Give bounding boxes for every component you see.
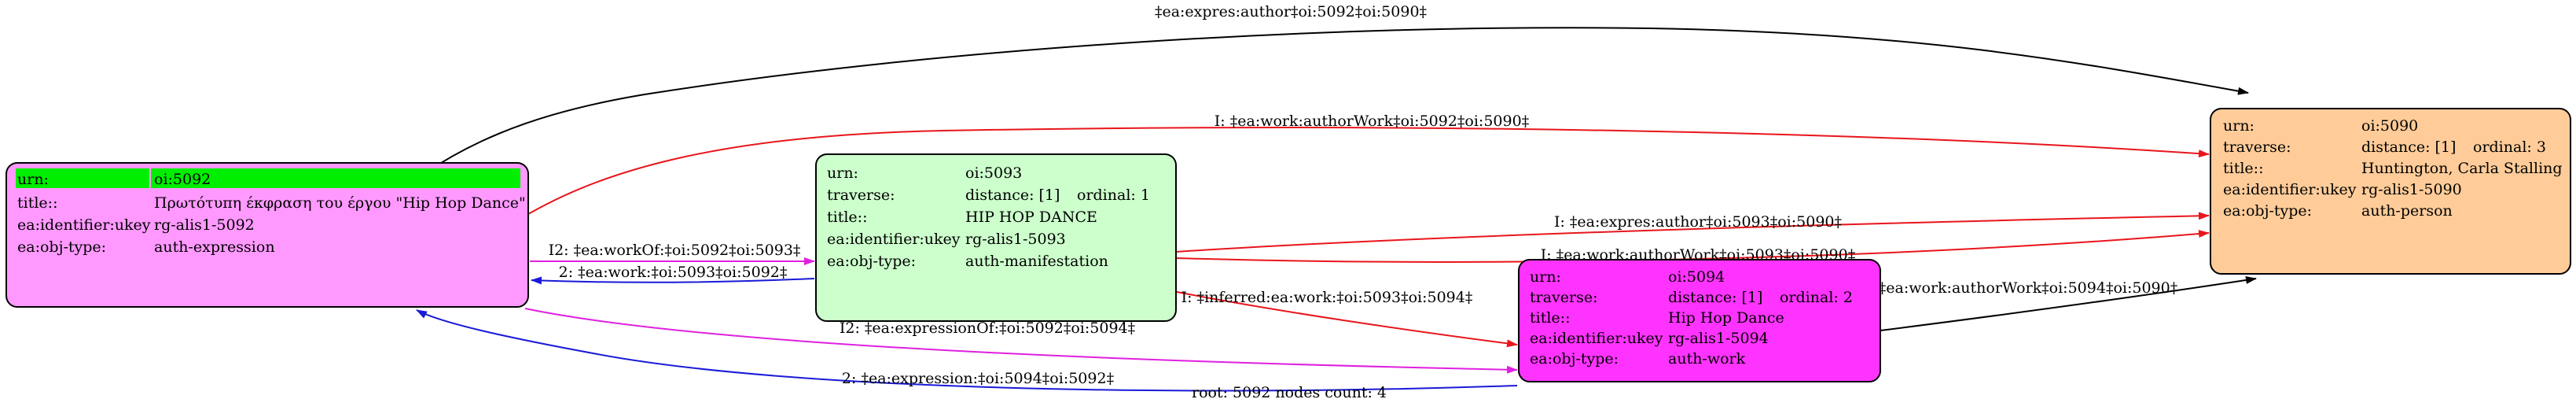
- edge-label-workof-5092-5093: I2: ‡ea:workOf:‡oi:5092‡oi:5093‡: [549, 242, 801, 259]
- node-5092[interactable]: urn: oi:5092 title:: Πρωτότυπη έκφραση τ…: [6, 162, 529, 308]
- node-5093-val-4: auth-manifestation: [965, 253, 1108, 270]
- node-5090[interactable]: urn: oi:5090 traverse: distance: [1] ord…: [2210, 108, 2571, 275]
- node-5090-val-0: oi:5090: [2361, 117, 2418, 135]
- node-5090-val-3: rg-alis1-5090: [2361, 181, 2462, 198]
- node-5094[interactable]: urn: oi:5094 traverse: distance: [1] ord…: [1518, 259, 1881, 382]
- node-5093-key-4: ea:obj-type:: [827, 253, 916, 270]
- node-5094-val-2: Hip Hop Dance: [1668, 309, 1784, 327]
- node-5090-extra-1: ordinal: 3: [2473, 139, 2546, 156]
- edge-label-inferred-5093-5094: I: ‡inferred:ea:work:‡oi:5093‡oi:5094‡: [1181, 289, 1473, 306]
- edge-work-authorwork-5092: [527, 127, 2210, 215]
- node-5094-val-4: auth-work: [1668, 350, 1746, 368]
- node-5092-key-1: title::: [17, 194, 57, 212]
- node-5090-val-4: auth-person: [2361, 202, 2453, 220]
- node-5093-extra-1: ordinal: 1: [1077, 187, 1150, 204]
- edges: ‡ea:expres:author‡oi:5092‡oi:5090‡ I: ‡e…: [373, 3, 2257, 392]
- edge-work-5093-5092: [531, 276, 815, 285]
- node-5092-val-0: oi:5092: [154, 171, 211, 188]
- node-5090-val-2: Huntington, Carla Stalling: [2361, 160, 2563, 177]
- edge-expression-5094-5092: [416, 309, 1518, 392]
- node-5092-key-3: ea:obj-type:: [17, 238, 106, 256]
- node-5090-key-4: ea:obj-type:: [2223, 202, 2312, 220]
- node-5092-key-2: ea:identifier:ukey: [17, 216, 151, 234]
- node-5093-val-2: HIP HOP DANCE: [965, 209, 1097, 226]
- edge-expressionof-5092-5094: [524, 308, 1518, 374]
- edge-label-expression-5094-5092: 2: ‡ea:expression:‡oi:5094‡oi:5092‡: [842, 370, 1114, 387]
- node-5094-extra-1: ordinal: 2: [1780, 289, 1853, 306]
- node-5093-key-2: title::: [827, 209, 867, 226]
- node-5093-val-0: oi:5093: [965, 164, 1022, 182]
- node-5094-key-1: traverse:: [1530, 289, 1598, 306]
- node-5092-val-2: rg-alis1-5092: [154, 216, 255, 234]
- edge-work-authorwork-5094: [1880, 276, 2257, 331]
- node-5090-key-3: ea:identifier:ukey: [2223, 181, 2357, 198]
- edge-label-work-authorwork-5094: ‡ea:work:authorWork‡oi:5094‡oi:5090‡: [1879, 279, 2177, 297]
- edge-label-work-5093-5092: 2: ‡ea:work:‡oi:5093‡oi:5092‡: [559, 264, 788, 281]
- node-5093-val-1: distance: [1]: [965, 187, 1060, 204]
- node-5090-key-1: traverse:: [2223, 139, 2291, 156]
- edge-expres-author-5093: [1175, 212, 2210, 253]
- node-5092-val-3: auth-expression: [154, 238, 275, 256]
- node-5094-key-2: title::: [1530, 309, 1570, 327]
- node-5092-val-1: Πρωτότυπη έκφραση του έργου "Hip Hop Dan…: [154, 194, 526, 212]
- edge-label-expres-author-5093: I: ‡ea:expres:author‡oi:5093‡oi:5090‡: [1554, 213, 1842, 231]
- node-5093[interactable]: urn: oi:5093 traverse: distance: [1] ord…: [815, 153, 1177, 322]
- edge-label-expres-author-5092: ‡ea:expres:author‡oi:5092‡oi:5090‡: [1155, 3, 1427, 20]
- node-5092-header-key-cell: [16, 168, 149, 188]
- edge-label-work-authorwork-5092: I: ‡ea:work:authorWork‡oi:5092‡oi:5090‡: [1215, 113, 1529, 130]
- node-5092-key-0: urn:: [17, 171, 49, 188]
- node-5093-key-1: traverse:: [827, 187, 895, 204]
- node-5092-header-value-cell: [151, 168, 520, 188]
- node-5090-key-0: urn:: [2223, 117, 2254, 135]
- node-5093-key-3: ea:identifier:ukey: [827, 231, 961, 248]
- edge-inferred-5093-5094: [1172, 290, 1518, 348]
- edge-label-expressionof-5092-5094: I2: ‡ea:expressionOf:‡oi:5092‡oi:5094‡: [840, 320, 1135, 337]
- node-5094-val-3: rg-alis1-5094: [1668, 330, 1769, 347]
- graph-footer: root: 5092 nodes count: 4: [1192, 384, 1387, 401]
- node-5093-key-0: urn:: [827, 164, 858, 182]
- node-5094-val-1: distance: [1]: [1668, 289, 1762, 306]
- node-5090-val-1: distance: [1]: [2361, 139, 2456, 156]
- node-5094-key-3: ea:identifier:ukey: [1530, 330, 1663, 347]
- node-5094-key-0: urn:: [1530, 268, 1561, 286]
- node-5090-key-2: title::: [2223, 160, 2263, 177]
- node-5093-val-3: rg-alis1-5093: [965, 231, 1066, 248]
- node-5094-key-4: ea:obj-type:: [1530, 350, 1619, 368]
- node-5094-val-0: oi:5094: [1668, 268, 1725, 286]
- edge-expres-author-5092: [373, 27, 2249, 212]
